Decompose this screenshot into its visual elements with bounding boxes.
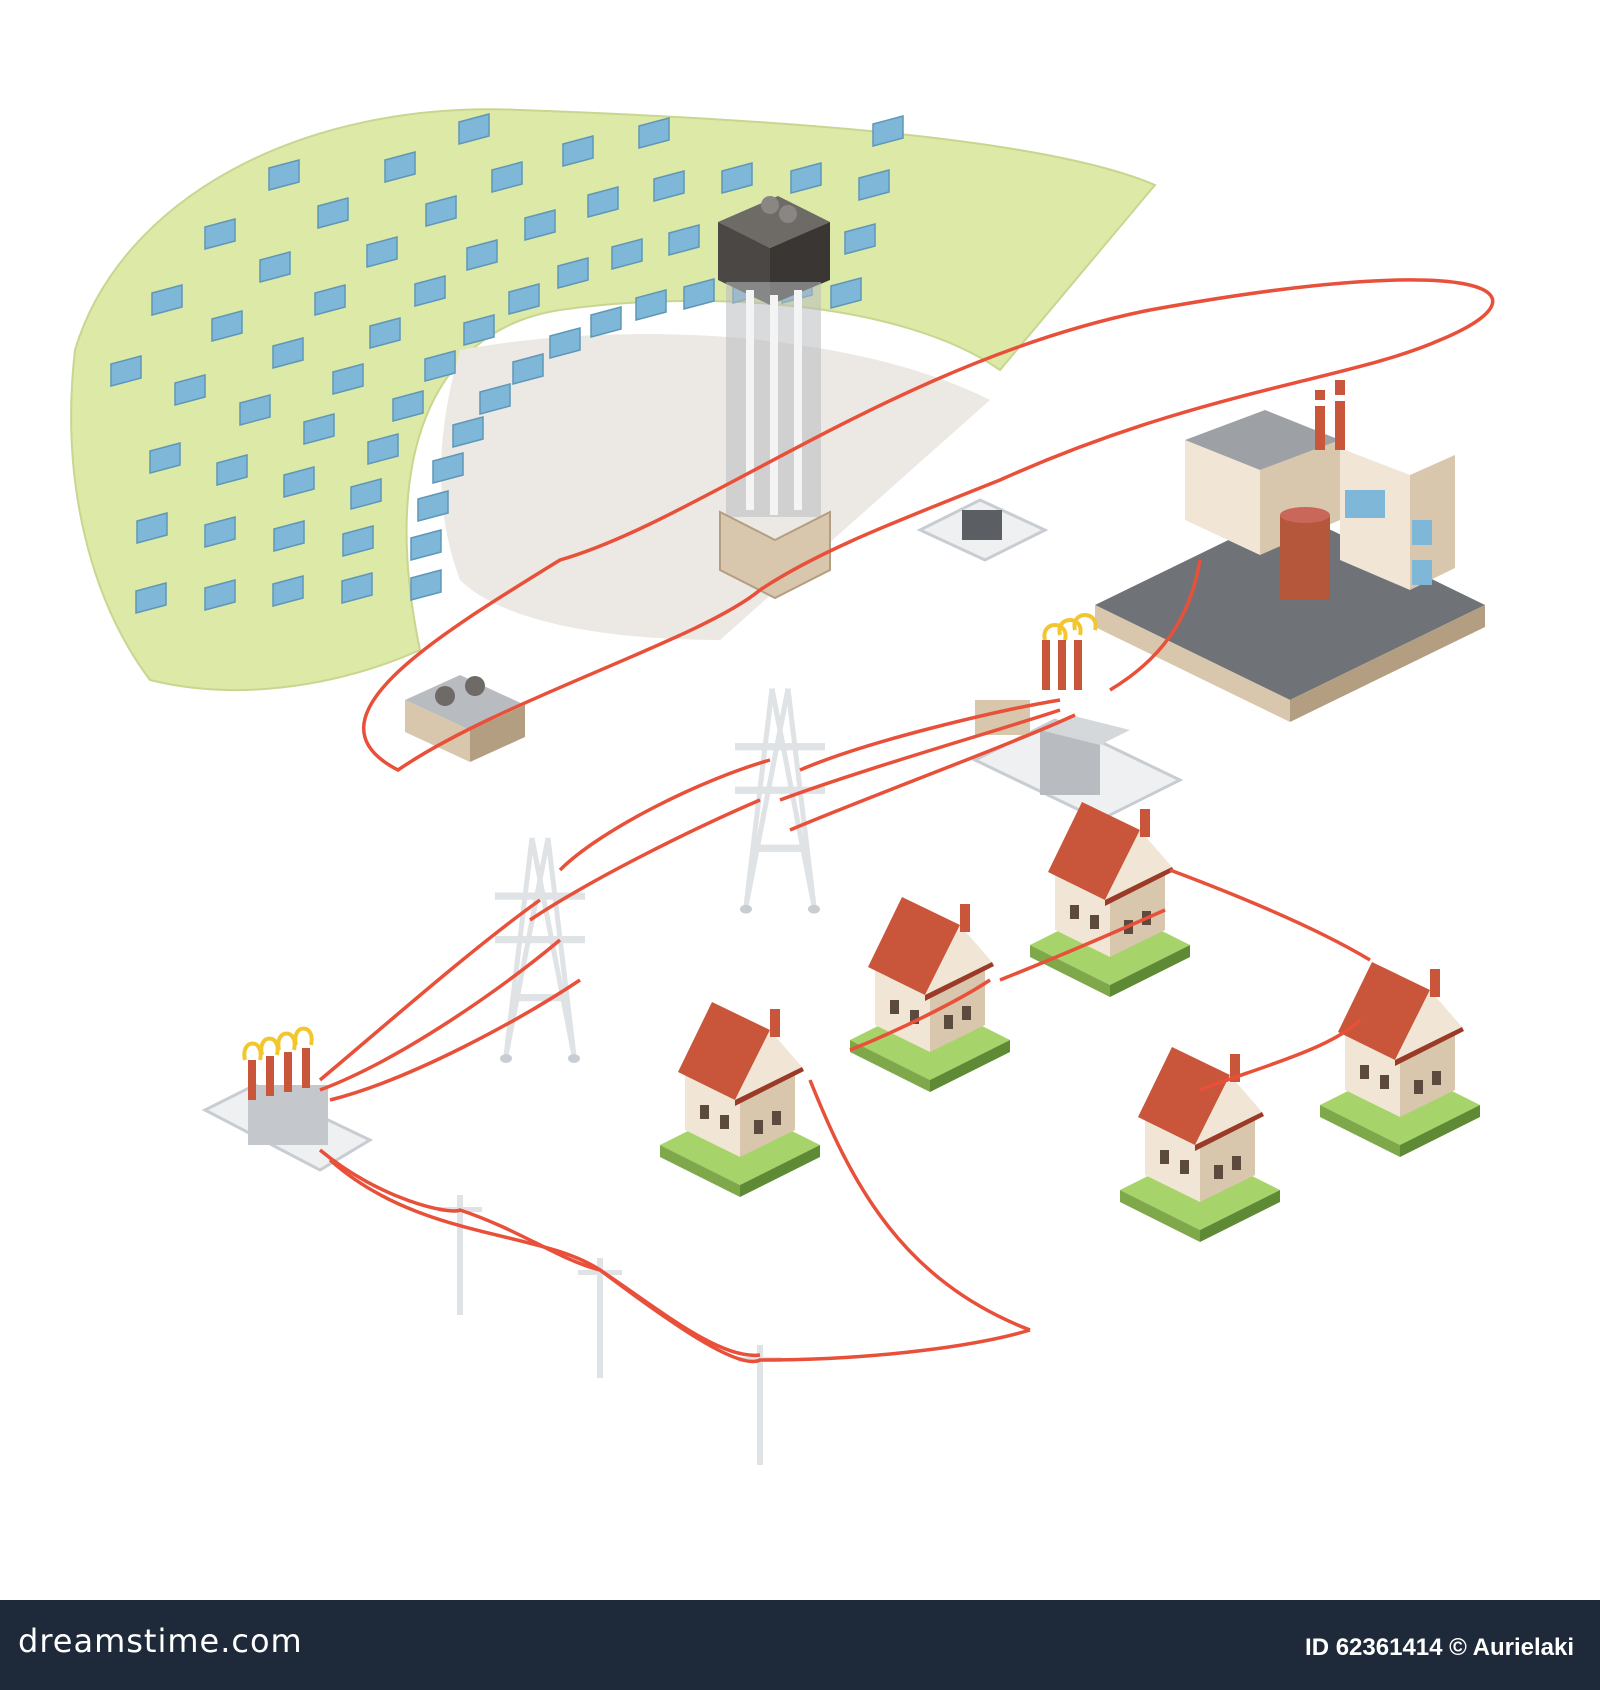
utility-poles (438, 1195, 782, 1465)
heliostat-field (70, 108, 1157, 691)
cooling-unit (405, 675, 525, 762)
image-id-credit: ID 62361414 © Aurielaki (1305, 1634, 1574, 1661)
power-plant-factory (1095, 380, 1485, 722)
footer-bar: dreamstime.com ID 62361414 © Aurielaki (0, 1600, 1600, 1690)
storage-unit (916, 498, 1049, 562)
heliostat-mirror (410, 529, 442, 561)
transformer-station (971, 613, 1184, 822)
heliostat-mirror (417, 490, 449, 522)
power-cables (318, 278, 1495, 1364)
power-grid-illustration (70, 108, 1495, 1465)
distribution-transformer (201, 1026, 374, 1172)
heliostat-mirror (590, 306, 622, 338)
site-logo[interactable]: dreamstime.com (18, 1622, 303, 1660)
transmission-pylons (495, 689, 825, 1063)
heliostat-mirror (410, 569, 442, 601)
